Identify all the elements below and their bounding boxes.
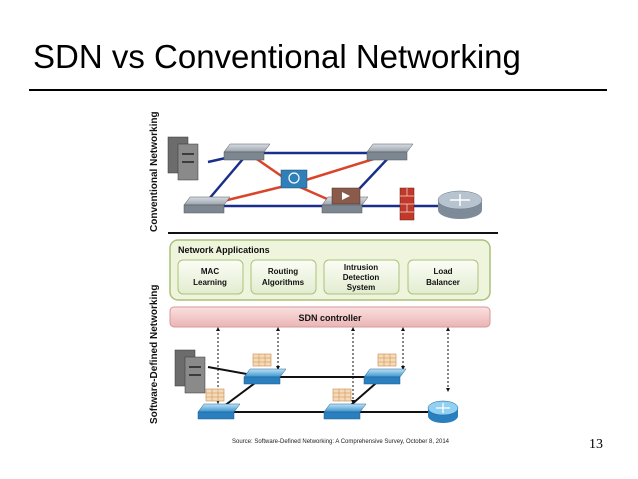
server-icon [174, 349, 206, 394]
data-plane-links [207, 366, 438, 413]
app-line: Learning [193, 278, 227, 287]
sdn-networking-label: Software-Defined Networking [149, 285, 160, 424]
switch-icon [363, 368, 407, 385]
switch-icon [183, 196, 231, 214]
app-line: Load [433, 267, 452, 276]
sdn-comparison-diagram: Conventional Networking Software-Defined… [149, 111, 498, 424]
title-divider [29, 89, 607, 91]
flow-table-icon [332, 388, 352, 402]
app-line: Detection [343, 273, 380, 282]
switch-icon [197, 403, 241, 420]
conventional-networking-label: Conventional Networking [149, 111, 160, 232]
app-line: MAC [201, 267, 219, 276]
switch-icon [323, 403, 367, 420]
app-line: Routing [268, 267, 298, 276]
app-line: Balancer [426, 278, 460, 287]
app-box-load-balancer: Load Balancer [407, 259, 479, 295]
appliance-icon [331, 187, 361, 205]
network-applications-title: Network Applications [178, 245, 270, 255]
switch-icon [366, 143, 414, 161]
sdn-controller-bar: SDN controller [169, 306, 491, 328]
router-icon [427, 400, 459, 423]
app-box-routing-algorithms: Routing Algorithms [250, 259, 317, 295]
flow-table-icon [377, 353, 397, 367]
switch-icon [223, 143, 271, 161]
slide-title: SDN vs Conventional Networking [33, 38, 521, 75]
app-line: Algorithms [262, 278, 305, 287]
app-line: Intrusion [344, 263, 378, 272]
app-line: System [347, 283, 375, 292]
flow-table-icon [252, 353, 272, 367]
page-number: 13 [589, 437, 603, 452]
switch-icon [243, 368, 287, 385]
app-box-mac-learning: MAC Learning [177, 259, 244, 295]
sdn-controller-label: SDN controller [298, 313, 362, 323]
source-citation: Source: Software-Defined Networking: A C… [232, 439, 449, 445]
router-icon [437, 190, 483, 219]
appliance-icon [280, 169, 308, 189]
flow-table-icon [205, 388, 225, 402]
server-icon [167, 136, 199, 181]
app-box-intrusion-detection: Intrusion Detection System [323, 259, 400, 295]
firewall-icon [399, 187, 415, 221]
